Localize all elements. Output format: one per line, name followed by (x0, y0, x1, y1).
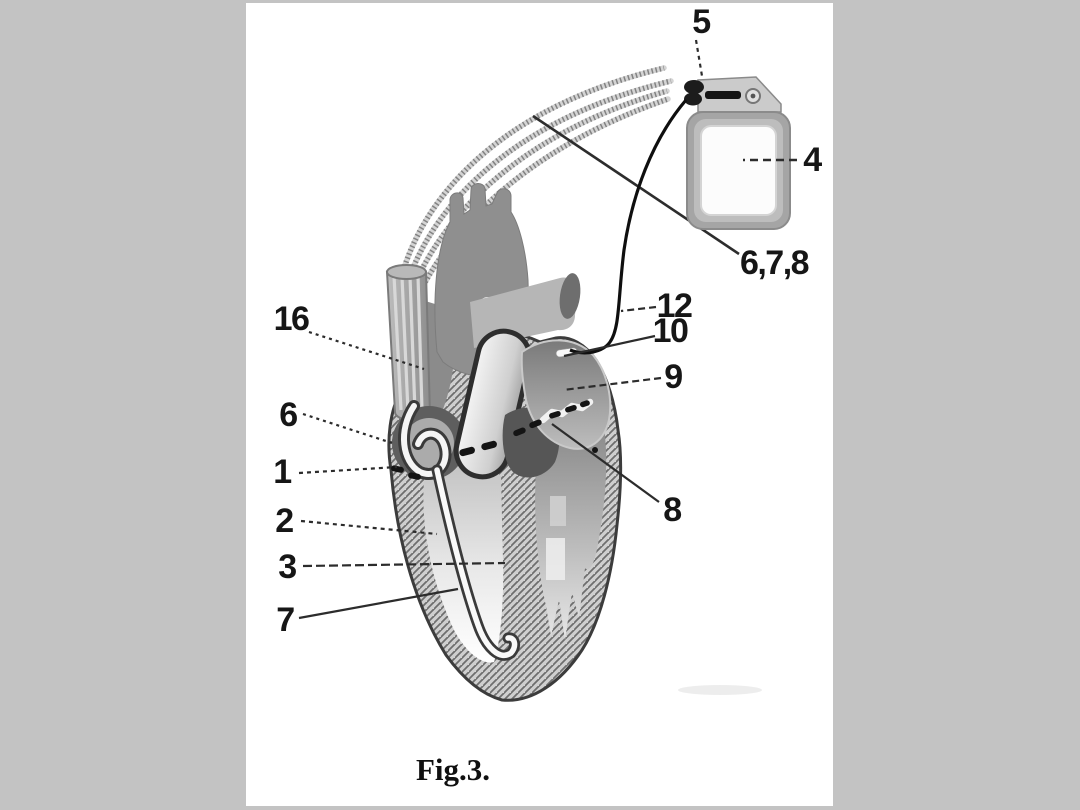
leader-line-9 (562, 376, 662, 392)
label-7: 7 (276, 601, 295, 639)
label-678: 6,7,8 (739, 244, 810, 282)
paper-smudge (678, 685, 762, 695)
lead-wires-bundle (395, 65, 674, 303)
lv-highlight-patch-2 (550, 496, 566, 526)
label-16: 16 (273, 300, 310, 338)
figure-caption: Fig.3. (415, 752, 491, 787)
leader-line-5 (694, 39, 704, 77)
pacemaker-window (700, 125, 777, 216)
label-2: 2 (275, 502, 294, 540)
pacemaker-device (684, 76, 791, 230)
connector-port-top (684, 80, 704, 94)
header-port-bar (705, 91, 741, 99)
header-setscrew-dot (750, 93, 756, 99)
lv-highlight-patch (546, 538, 565, 580)
label-1: 1 (273, 453, 292, 491)
leader-line-2 (300, 519, 438, 536)
ventricular-lead (431, 464, 521, 661)
label-12: 12 (656, 287, 693, 325)
leader-lines (298, 39, 797, 620)
label-10: 10 (652, 312, 689, 350)
leader-line-3 (302, 561, 506, 568)
leader-line-1 (298, 465, 398, 475)
leader-line-7 (298, 587, 459, 620)
label-8: 8 (663, 491, 682, 529)
label-9: 9 (664, 358, 683, 396)
electrode-dashes (391, 400, 598, 480)
superior-vena-cava (385, 264, 432, 422)
connector-port-bottom (684, 92, 702, 106)
leader-line-6 (302, 412, 393, 445)
leader-line-678 (532, 114, 740, 256)
leader-line-16 (308, 330, 425, 371)
label-4: 4 (803, 141, 822, 179)
leader-line-12 (620, 305, 657, 313)
label-6: 6 (279, 396, 298, 434)
leader-line-8 (551, 423, 660, 503)
atrial-wire-12 (569, 98, 688, 355)
label-5: 5 (692, 3, 711, 41)
left-ventricle-cavity (535, 412, 607, 640)
leader-line-10 (563, 334, 656, 358)
label-3: 3 (278, 548, 297, 586)
